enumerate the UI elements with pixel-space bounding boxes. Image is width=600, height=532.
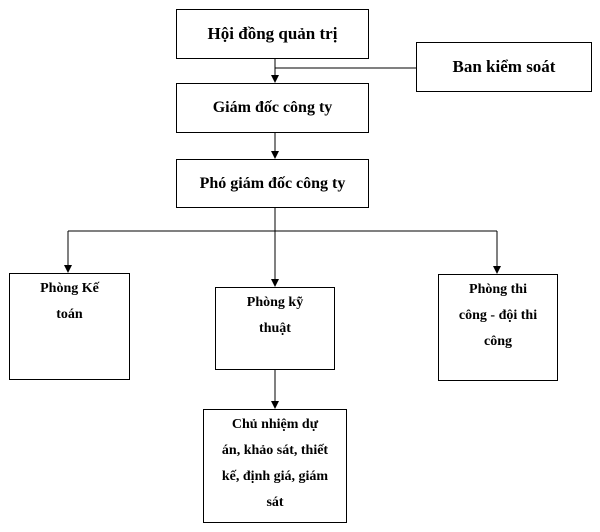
director-label: Giám đốc công ty	[212, 99, 333, 116]
deputy-node: Phó giám đốc công ty	[176, 159, 369, 208]
board-node: Hội đồng quản trị	[176, 9, 369, 59]
supervisory-label: Ban kiểm soát	[452, 57, 556, 76]
technical-node: Phòng kỹ thuật	[215, 287, 335, 370]
deputy-label: Phó giám đốc công ty	[199, 174, 346, 192]
director-node: Giám đốc công ty	[176, 83, 369, 133]
project-manager-node: Chủ nhiệm dự án, khảo sát, thiết kế, địn…	[203, 409, 347, 523]
project-manager-label-line3: kế, định giá, giám	[221, 469, 329, 484]
construction-label-line1: Phòng thi	[469, 282, 527, 297]
supervisory-node: Ban kiểm soát	[416, 42, 592, 92]
accounting-label-line2: toán	[56, 307, 83, 322]
construction-node: Phòng thi công - đội thi công	[438, 274, 558, 381]
accounting-node: Phòng Kế toán	[9, 273, 130, 380]
construction-label-line2: công - đội thi	[458, 308, 538, 323]
technical-label-line1: Phòng kỹ	[246, 295, 304, 310]
technical-label-line2: thuật	[259, 321, 291, 336]
project-manager-label-line2: án, khảo sát, thiết	[221, 443, 329, 458]
accounting-label-line1: Phòng Kế	[40, 281, 99, 296]
board-label: Hội đồng quản trị	[207, 24, 338, 43]
construction-label-line3: công	[484, 334, 512, 349]
project-manager-label-line4: sát	[266, 495, 284, 510]
project-manager-label-line1: Chủ nhiệm dự	[231, 417, 319, 432]
